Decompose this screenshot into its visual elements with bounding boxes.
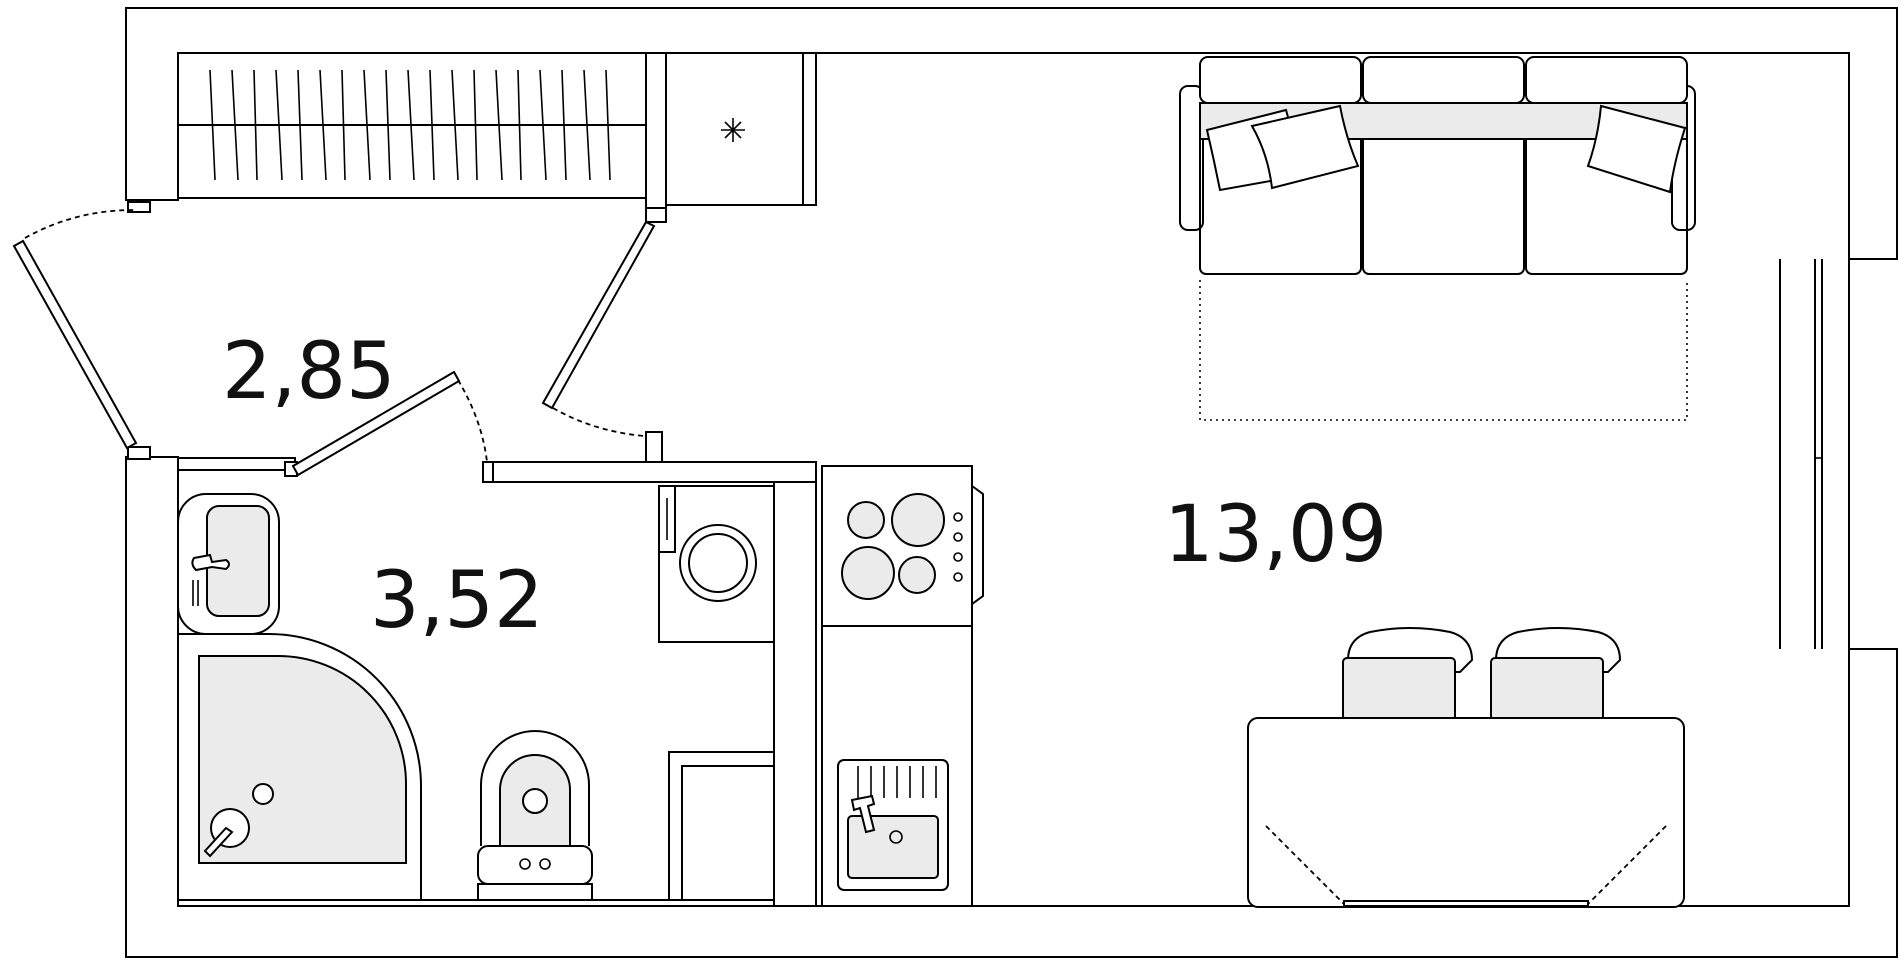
window bbox=[1779, 259, 1850, 649]
room-area-hall: 2,85 bbox=[222, 327, 396, 417]
drainboard bbox=[857, 766, 937, 798]
storage-niche bbox=[668, 751, 775, 901]
cushion-right bbox=[1586, 104, 1687, 194]
toilet bbox=[477, 730, 593, 901]
room-area-bathroom: 3,52 bbox=[370, 556, 544, 646]
area-labels: 2,85 3,52 13,09 bbox=[222, 327, 1387, 646]
star-icon bbox=[721, 118, 745, 142]
hangers bbox=[209, 69, 611, 181]
room-area-living: 13,09 bbox=[1164, 490, 1387, 580]
kitchen-counter bbox=[821, 465, 984, 907]
washing-machine bbox=[658, 485, 775, 643]
bathroom-right-wall bbox=[773, 481, 817, 907]
wardrobe bbox=[177, 52, 667, 209]
entrance-door bbox=[12, 201, 151, 460]
cooktop bbox=[841, 493, 963, 600]
electrical-panel bbox=[665, 52, 817, 206]
room-door bbox=[541, 207, 667, 463]
bathroom-door bbox=[284, 370, 494, 483]
sofa bbox=[1179, 56, 1696, 421]
washbasin bbox=[177, 493, 280, 635]
bathroom-top-wall bbox=[177, 457, 296, 471]
dining-set bbox=[1247, 627, 1685, 908]
kitchen-sink bbox=[837, 759, 949, 891]
corridor-wall bbox=[486, 461, 817, 483]
shower-cabin bbox=[177, 633, 422, 901]
dining-table bbox=[1247, 717, 1685, 908]
cushion-left-front bbox=[1250, 104, 1360, 190]
chair-left bbox=[1342, 627, 1474, 721]
chair-right bbox=[1490, 627, 1622, 721]
